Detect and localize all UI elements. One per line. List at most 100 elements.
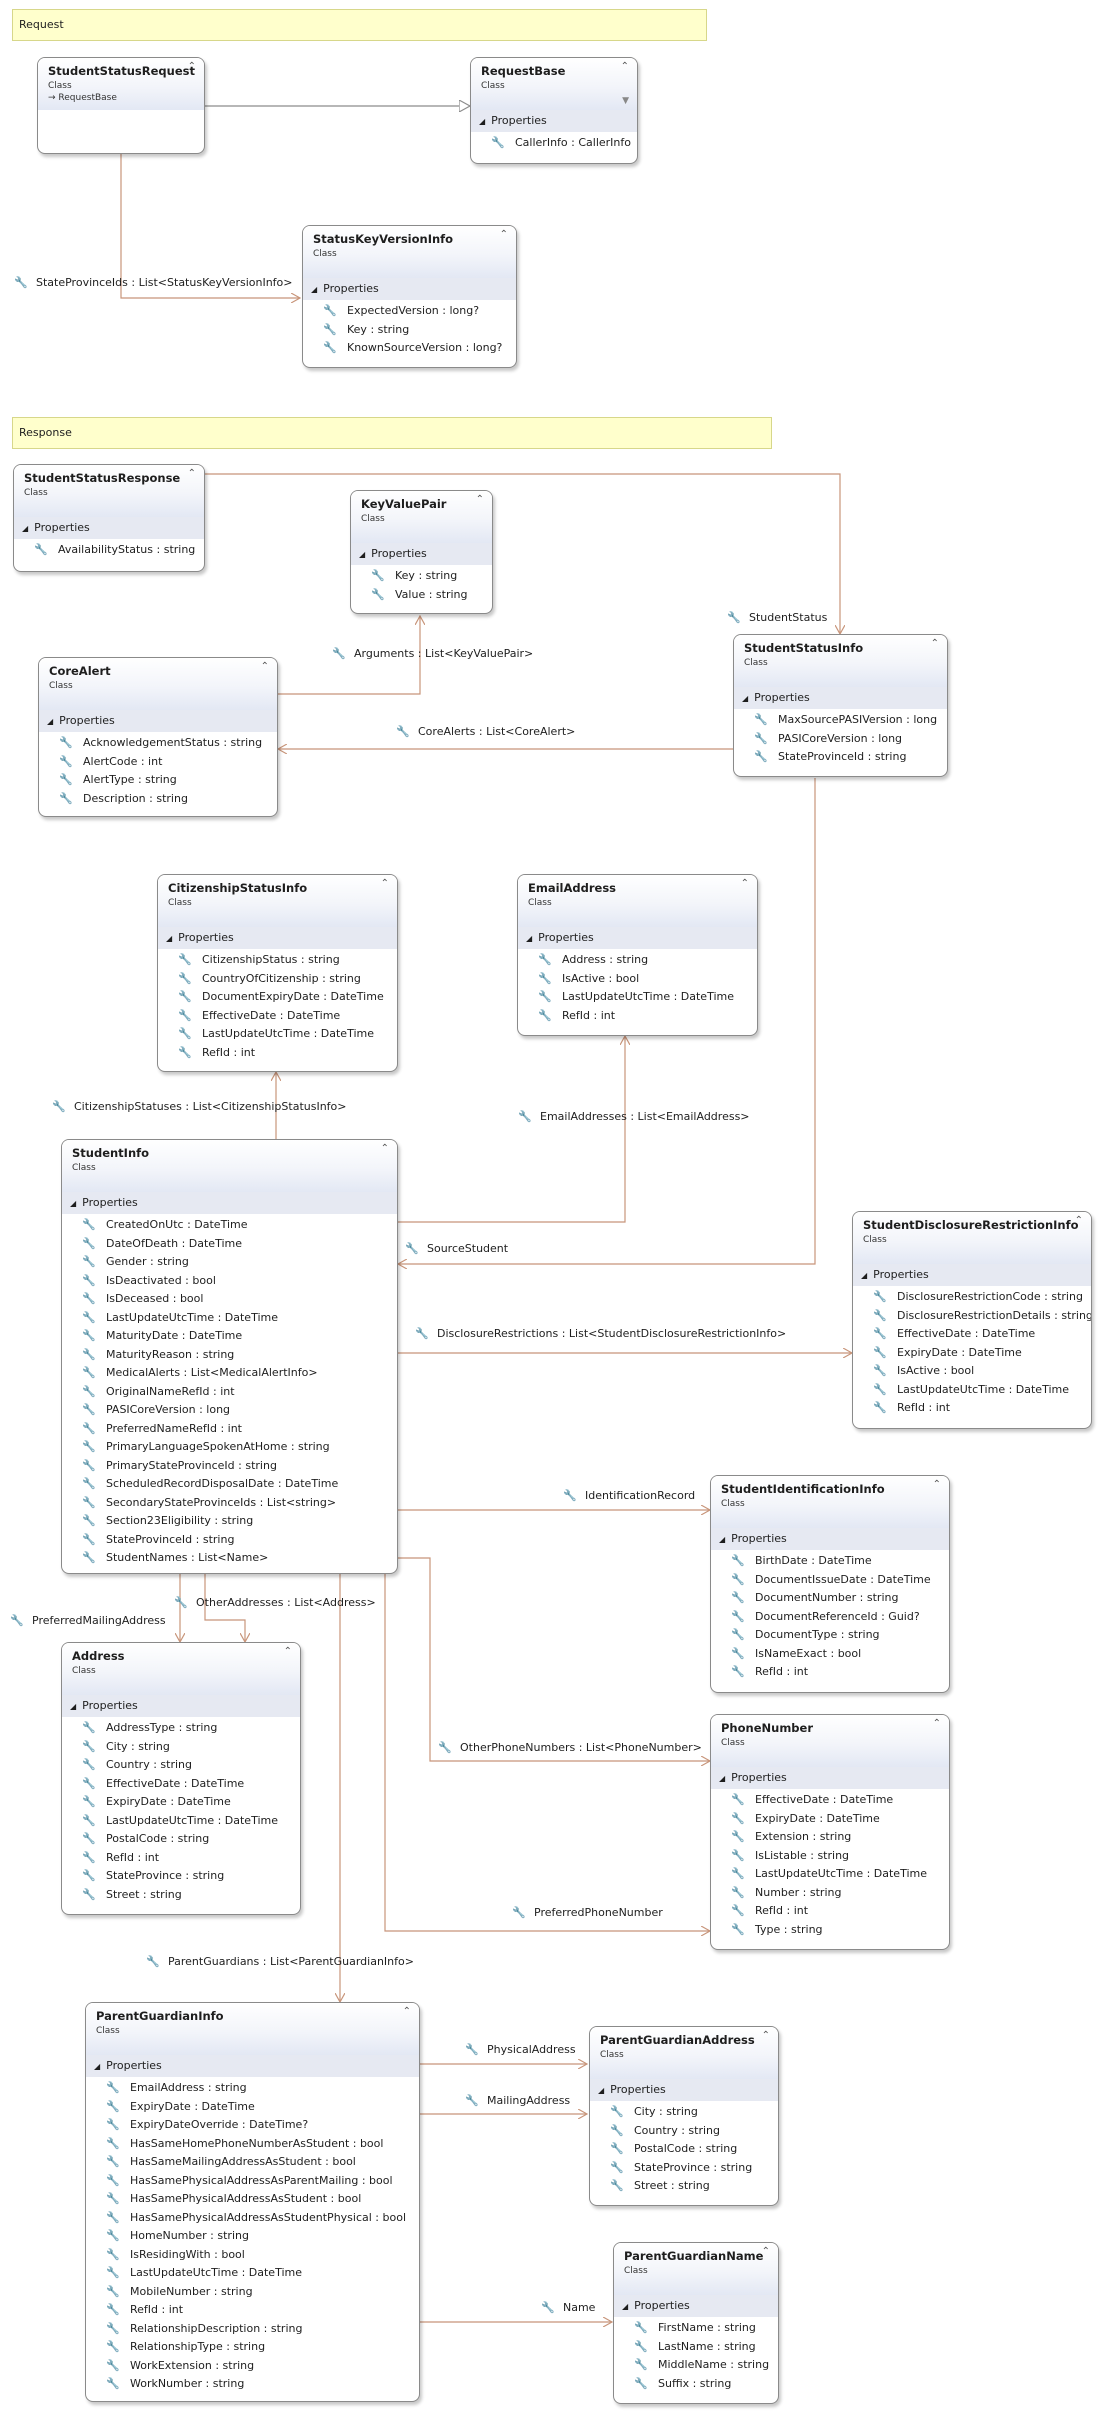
connector-label[interactable]: 🔧CoreAlerts : List<CoreAlert> [396, 725, 576, 738]
chevron-up-icon[interactable]: ⌃ [932, 1479, 941, 1490]
chevron-up-icon[interactable]: ⌃ [620, 61, 629, 72]
property-row[interactable]: 🔧HasSamePhysicalAddressAsParentMailing :… [86, 2172, 419, 2191]
properties-group[interactable]: ◢Properties [711, 1528, 949, 1550]
property-row[interactable]: 🔧HasSameMailingAddressAsStudent : bool [86, 2153, 419, 2172]
properties-group[interactable]: ◢Properties [351, 543, 492, 565]
property-row[interactable]: 🔧EffectiveDate : DateTime [62, 1775, 300, 1794]
connector-label[interactable]: 🔧OtherPhoneNumbers : List<PhoneNumber> [438, 1741, 702, 1754]
property-row[interactable]: 🔧RelationshipDescription : string [86, 2320, 419, 2339]
property-row[interactable]: 🔧MedicalAlerts : List<MedicalAlertInfo> [62, 1364, 397, 1383]
property-row[interactable]: 🔧RefId : int [853, 1399, 1091, 1418]
property-row[interactable]: 🔧BirthDate : DateTime [711, 1552, 949, 1571]
property-row[interactable]: 🔧Number : string [711, 1884, 949, 1903]
property-row[interactable]: 🔧CallerInfo : CallerInfo [471, 134, 637, 153]
property-row[interactable]: 🔧LastUpdateUtcTime : DateTime [62, 1812, 300, 1831]
property-row[interactable]: 🔧OriginalNameRefId : int [62, 1383, 397, 1402]
property-row[interactable]: 🔧HasSamePhysicalAddressAsStudentPhysical… [86, 2209, 419, 2228]
property-row[interactable]: 🔧IsActive : bool [518, 970, 757, 989]
property-row[interactable]: 🔧RefId : int [86, 2301, 419, 2320]
class-studentidentificationinfo[interactable]: StudentIdentificationInfo Class ⌃ ◢Prope… [710, 1475, 950, 1693]
property-row[interactable]: 🔧RefId : int [711, 1663, 949, 1682]
chevron-up-icon[interactable]: ⌃ [930, 638, 939, 649]
properties-group[interactable]: ◢Properties [158, 927, 397, 949]
property-row[interactable]: 🔧DisclosureRestrictionDetails : string [853, 1307, 1091, 1326]
chevron-up-icon[interactable]: ⌃ [260, 661, 269, 672]
chevron-up-icon[interactable]: ⌃ [475, 494, 484, 505]
properties-group[interactable]: ◢Properties [62, 1192, 397, 1214]
property-row[interactable]: 🔧RefId : int [711, 1902, 949, 1921]
connector-label[interactable]: 🔧PreferredPhoneNumber [512, 1906, 663, 1919]
property-row[interactable]: 🔧Country : string [590, 2122, 778, 2141]
property-row[interactable]: 🔧FirstName : string [614, 2319, 778, 2338]
property-row[interactable]: 🔧PASICoreVersion : long [62, 1401, 397, 1420]
property-row[interactable]: 🔧PreferredNameRefId : int [62, 1420, 397, 1439]
property-row[interactable]: 🔧PrimaryStateProvinceId : string [62, 1457, 397, 1476]
property-row[interactable]: 🔧RelationshipType : string [86, 2338, 419, 2357]
connector-label[interactable]: 🔧StudentStatus [727, 611, 828, 624]
property-row[interactable]: 🔧KnownSourceVersion : long? [303, 339, 516, 358]
connector-label[interactable]: 🔧EmailAddresses : List<EmailAddress> [518, 1110, 750, 1123]
chevron-up-icon[interactable]: ⌃ [761, 2246, 770, 2257]
chevron-up-icon[interactable]: ⌃ [761, 2030, 770, 2041]
class-parentguardianinfo[interactable]: ParentGuardianInfo Class ⌃ ◢Properties 🔧… [85, 2002, 420, 2402]
property-row[interactable]: 🔧Section23Eligibility : string [62, 1512, 397, 1531]
class-studentstatusrequest[interactable]: StudentStatusRequest Class → RequestBase… [37, 57, 205, 154]
property-row[interactable]: 🔧Type : string [711, 1921, 949, 1940]
property-row[interactable]: 🔧DocumentType : string [711, 1626, 949, 1645]
class-citizenshipstatusinfo[interactable]: CitizenshipStatusInfo Class ⌃ ◢Propertie… [157, 874, 398, 1072]
property-row[interactable]: 🔧AlertCode : int [39, 753, 277, 772]
property-row[interactable]: 🔧RefId : int [518, 1007, 757, 1026]
properties-group[interactable]: ◢Properties [518, 927, 757, 949]
chevron-up-icon[interactable]: ⌃ [187, 468, 196, 479]
property-row[interactable]: 🔧LastUpdateUtcTime : DateTime [518, 988, 757, 1007]
chevron-up-icon[interactable]: ⌃ [187, 61, 196, 72]
connector-label[interactable]: 🔧CitizenshipStatuses : List<CitizenshipS… [52, 1100, 347, 1113]
property-row[interactable]: 🔧DocumentExpiryDate : DateTime [158, 988, 397, 1007]
property-row[interactable]: 🔧PostalCode : string [62, 1830, 300, 1849]
class-keyvaluepair[interactable]: KeyValuePair Class ⌃ ◢Properties 🔧Key : … [350, 490, 493, 614]
property-row[interactable]: 🔧MaxSourcePASIVersion : long [734, 711, 947, 730]
property-row[interactable]: 🔧AlertType : string [39, 771, 277, 790]
property-row[interactable]: 🔧LastUpdateUtcTime : DateTime [158, 1025, 397, 1044]
property-row[interactable]: 🔧CreatedOnUtc : DateTime [62, 1216, 397, 1235]
properties-group[interactable]: ◢Properties [471, 110, 637, 132]
property-row[interactable]: 🔧WorkExtension : string [86, 2357, 419, 2376]
property-row[interactable]: 🔧EmailAddress : string [86, 2079, 419, 2098]
property-row[interactable]: 🔧Street : string [62, 1886, 300, 1905]
properties-group[interactable]: ◢Properties [853, 1264, 1091, 1286]
property-row[interactable]: 🔧MaturityReason : string [62, 1346, 397, 1365]
property-row[interactable]: 🔧City : string [62, 1738, 300, 1757]
property-row[interactable]: 🔧EffectiveDate : DateTime [711, 1791, 949, 1810]
property-row[interactable]: 🔧LastUpdateUtcTime : DateTime [853, 1381, 1091, 1400]
property-row[interactable]: 🔧Value : string [351, 586, 492, 605]
property-row[interactable]: 🔧AddressType : string [62, 1719, 300, 1738]
property-row[interactable]: 🔧Extension : string [711, 1828, 949, 1847]
class-corealert[interactable]: CoreAlert Class ⌃ ◢Properties 🔧Acknowled… [38, 657, 278, 817]
class-parentguardianname[interactable]: ParentGuardianName Class ⌃ ◢Properties 🔧… [613, 2242, 779, 2404]
connector-label[interactable]: 🔧Arguments : List<KeyValuePair> [332, 647, 534, 660]
filter-icon[interactable]: ▼ [622, 96, 629, 106]
property-row[interactable]: 🔧ExpiryDate : DateTime [86, 2098, 419, 2117]
property-row[interactable]: 🔧AcknowledgementStatus : string [39, 734, 277, 753]
property-row[interactable]: 🔧IsDeceased : bool [62, 1290, 397, 1309]
chevron-up-icon[interactable]: ⌃ [740, 878, 749, 889]
property-row[interactable]: 🔧HasSameHomePhoneNumberAsStudent : bool [86, 2135, 419, 2154]
properties-group[interactable]: ◢Properties [734, 687, 947, 709]
property-row[interactable]: 🔧StateProvinceId : string [734, 748, 947, 767]
connector-label[interactable]: 🔧PreferredMailingAddress [10, 1614, 166, 1627]
connector-label[interactable]: 🔧Name [541, 2301, 596, 2314]
property-row[interactable]: 🔧Street : string [590, 2177, 778, 2196]
class-studentdisclosurerestrictioninfo[interactable]: StudentDisclosureRestrictionInfo Class ⌃… [852, 1211, 1092, 1429]
connector-label[interactable]: 🔧DisclosureRestrictions : List<StudentDi… [415, 1327, 787, 1340]
property-row[interactable]: 🔧ExpiryDate : DateTime [711, 1810, 949, 1829]
property-row[interactable]: 🔧StateProvinceId : string [62, 1531, 397, 1550]
property-row[interactable]: 🔧Key : string [351, 567, 492, 586]
class-statuskeyversioninfo[interactable]: StatusKeyVersionInfo Class ⌃ ◢Properties… [302, 225, 517, 368]
property-row[interactable]: 🔧Key : string [303, 321, 516, 340]
property-row[interactable]: 🔧DocumentReferenceId : Guid? [711, 1608, 949, 1627]
class-phonenumber[interactable]: PhoneNumber Class ⌃ ◢Properties 🔧Effecti… [710, 1714, 950, 1950]
chevron-up-icon[interactable]: ⌃ [499, 229, 508, 240]
chevron-up-icon[interactable]: ⌃ [1074, 1215, 1083, 1226]
property-row[interactable]: 🔧StateProvince : string [590, 2159, 778, 2178]
class-studentstatusresponse[interactable]: StudentStatusResponse Class ⌃ ◢Propertie… [13, 464, 205, 572]
